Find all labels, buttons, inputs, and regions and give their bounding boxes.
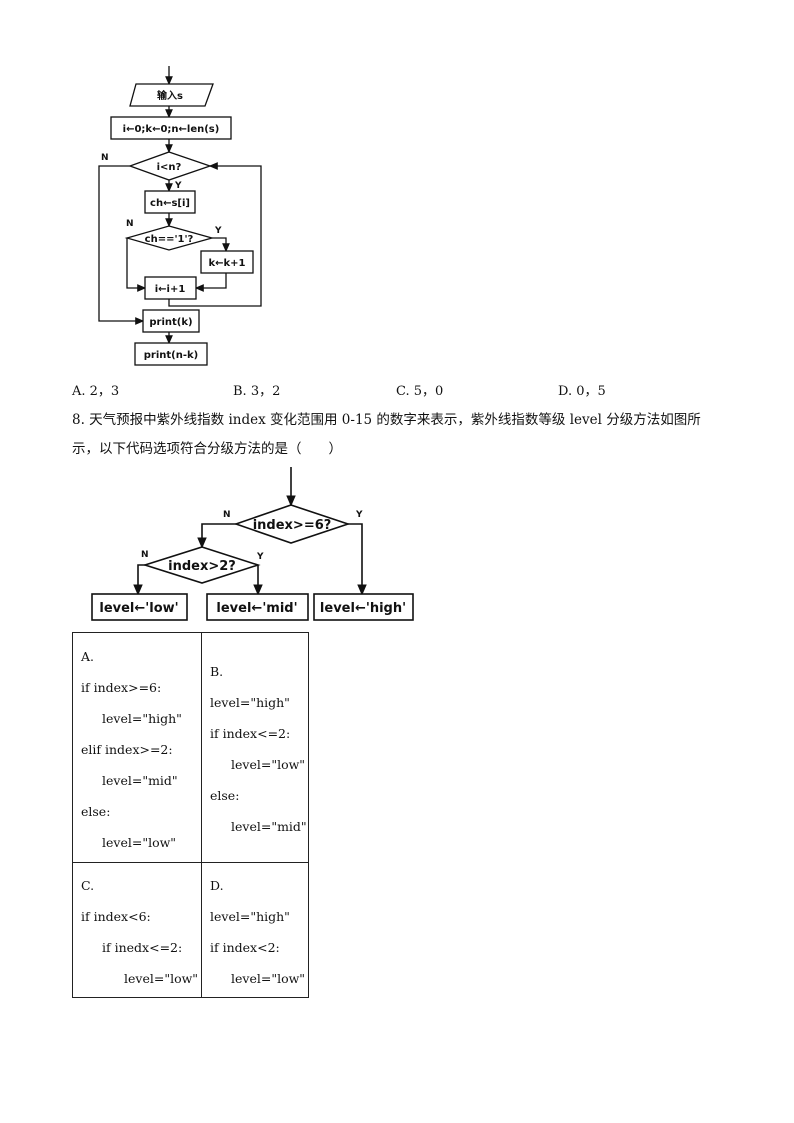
answer-a-line: elif index>=2:	[81, 742, 173, 757]
fc1-inc-i: i←i+1	[155, 284, 186, 295]
q7-option-b: B. 3，2	[233, 384, 281, 399]
fc1-no-label: N	[101, 153, 109, 163]
answer-b-line: else:	[210, 788, 240, 803]
fc1-no-label-2: N	[126, 219, 134, 229]
answer-d-line: if index<2:	[210, 940, 280, 955]
q7-option-d: D. 0，5	[558, 384, 606, 399]
q7-option-c: C. 5，0	[396, 384, 444, 399]
answer-c-line: if index<6:	[81, 909, 151, 924]
answer-cell-c: C. if index<6: if inedx<=2: level="low"	[72, 862, 202, 998]
fc2-high-box: level←'high'	[320, 601, 406, 616]
answer-b-line: level="low"	[231, 757, 306, 772]
fc1-print-k: print(k)	[149, 317, 192, 328]
q7-option-a: A. 2，3	[72, 384, 120, 399]
answer-a-line: level="high"	[102, 711, 182, 726]
fc2-cond-index-ge-6: index>=6?	[253, 518, 332, 533]
fc1-ch-condition: ch=='1'?	[145, 234, 194, 245]
fc2-yes-label-2: Y	[256, 552, 264, 562]
answer-options-table: A. if index>=6: level="high" elif index>…	[72, 632, 309, 998]
q8-text-line1: 8. 天气预报中紫外线指数 index 变化范围用 0-15 的数字来表示，紫外…	[72, 412, 701, 428]
fc2-no-label: N	[223, 510, 231, 520]
fc1-init-label: i←0;k←0;n←len(s)	[123, 124, 220, 135]
answer-b-line: if index<=2:	[210, 726, 291, 741]
answer-b-line: level="mid"	[231, 819, 307, 834]
fc1-input-label: 输入s	[157, 89, 183, 102]
answer-d-line: level="high"	[210, 909, 290, 924]
answer-a-line: else:	[81, 804, 111, 819]
answer-cell-a: A. if index>=6: level="high" elif index>…	[72, 632, 202, 863]
answer-a-line: A.	[81, 649, 95, 664]
fc1-yes-label-2: Y	[214, 226, 222, 236]
q8-text-line2: 示，以下代码选项符合分级方法的是（ ）	[72, 441, 342, 457]
answer-a-line: level="mid"	[102, 773, 178, 788]
fc1-print-nk: print(n-k)	[144, 350, 198, 361]
answer-cell-b: B. level="high" if index<=2: level="low"…	[201, 632, 309, 863]
answer-c-line: if inedx<=2:	[102, 940, 183, 955]
fc2-low-box: level←'low'	[99, 601, 178, 616]
answer-a-line: if index>=6:	[81, 680, 162, 695]
answer-d-line: level="low"	[231, 971, 306, 986]
fc2-no-label-2: N	[141, 550, 149, 560]
fc1-loop-condition: i<n?	[157, 162, 182, 173]
fc1-assign-ch: ch←s[i]	[150, 198, 190, 209]
answer-a-line: level="low"	[102, 835, 177, 850]
answer-c-line: C.	[81, 878, 95, 893]
flowchart-1: 输入s i←0;k←0;n←len(s) i<n? ch←s[i] ch=='1…	[98, 66, 262, 366]
answer-b-line: level="high"	[210, 695, 290, 710]
answer-c-line: level="low"	[124, 971, 199, 986]
answer-d-line: D.	[210, 878, 224, 893]
fc1-inc-k: k←k+1	[208, 258, 245, 269]
fc2-yes-label: Y	[355, 510, 363, 520]
fc2-cond-index-gt-2: index>2?	[168, 559, 236, 574]
flowchart-2: index>=6? index>2? level←'low' level←'mi…	[91, 467, 414, 621]
answer-cell-d: D. level="high" if index<2: level="low"	[201, 862, 309, 998]
answer-b-line: B.	[210, 664, 224, 679]
fc1-yes-label: Y	[174, 181, 182, 191]
fc2-mid-box: level←'mid'	[216, 601, 297, 616]
